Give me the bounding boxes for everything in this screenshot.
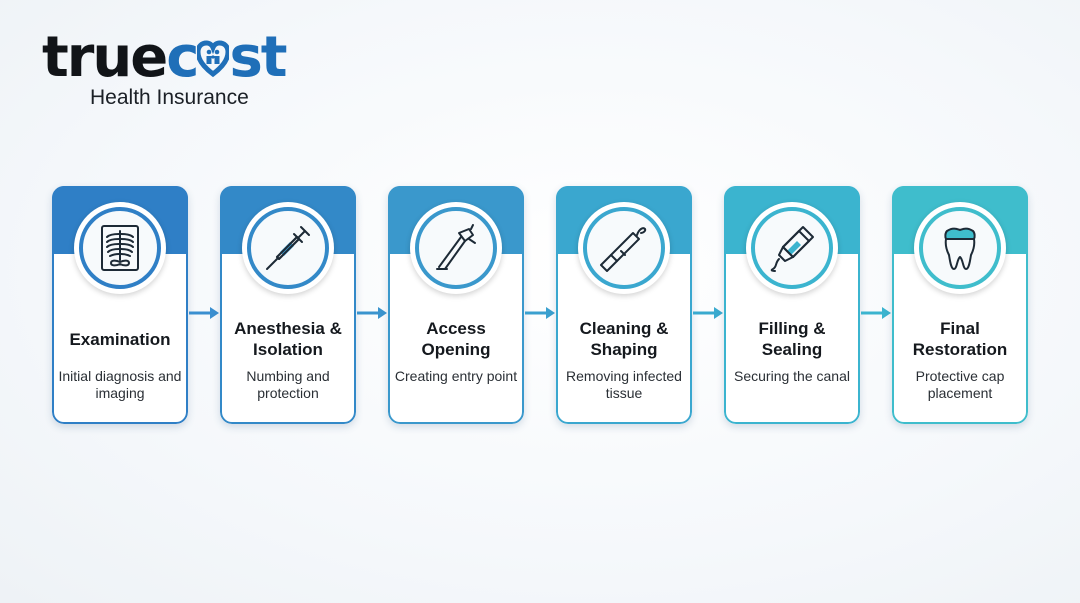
- step-icon-badge: [242, 202, 334, 294]
- step-title: Filling & Sealing: [758, 319, 826, 359]
- step-icon-badge: [578, 202, 670, 294]
- step-card-anesthesia-isolation: Anesthesia & Isolation Numbing and prote…: [220, 186, 356, 424]
- step-description: Initial diagnosis and imaging: [58, 368, 182, 401]
- crowned-tooth-icon: [944, 227, 976, 270]
- step-description: Removing infected tissue: [566, 368, 682, 401]
- step-description: Numbing and protection: [246, 368, 330, 401]
- arrow-right-icon: [693, 307, 723, 319]
- step-card-examination: Examination Initial diagnosis and imagin…: [52, 186, 188, 424]
- step-card-final-restoration: Final Restoration Protective cap placeme…: [892, 186, 1028, 424]
- logo-subtitle: Health Insurance: [90, 86, 249, 109]
- heart-family-icon: [195, 28, 231, 78]
- sealant-tube-icon: [770, 226, 814, 272]
- step-description: Protective cap placement: [915, 368, 1005, 401]
- step-title: Access Opening: [421, 319, 491, 359]
- step-icon-badge: [74, 202, 166, 294]
- step-description: Securing the canal: [734, 368, 850, 384]
- xray-icon: [101, 225, 139, 271]
- step-title: Final Restoration: [912, 319, 1008, 359]
- step-card-cleaning-shaping: Cleaning & Shaping Removing infected tis…: [556, 186, 692, 424]
- step-description: Creating entry point: [394, 368, 518, 384]
- dental-file-icon: [600, 227, 647, 272]
- step-title: Anesthesia & Isolation: [234, 319, 342, 359]
- step-icon-badge: [410, 202, 502, 294]
- arrow-right-icon: [525, 307, 555, 319]
- step-title: Cleaning & Shaping: [579, 319, 669, 359]
- step-title: Examination: [69, 329, 171, 349]
- dental-drill-icon: [436, 224, 476, 270]
- arrow-right-icon: [357, 307, 387, 319]
- step-card-access-opening: Access Opening Creating entry point: [388, 186, 524, 424]
- step-card-filling-sealing: Filling & Sealing Securing the canal: [724, 186, 860, 424]
- step-icon-badge: [746, 202, 838, 294]
- step-icon-badge: [914, 202, 1006, 294]
- arrow-right-icon: [861, 307, 891, 319]
- arrow-right-icon: [189, 307, 219, 319]
- syringe-icon: [266, 226, 310, 270]
